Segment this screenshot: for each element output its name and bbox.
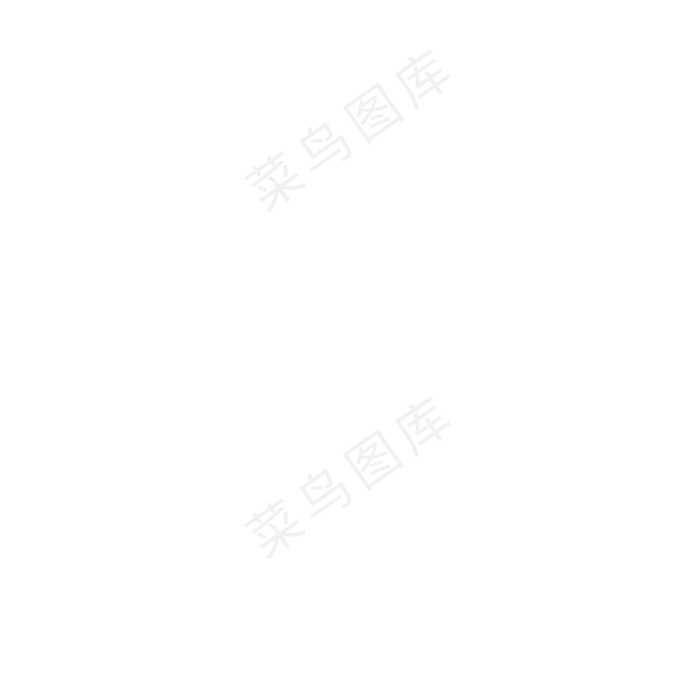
watermark-top: 菜鸟图库 [237, 36, 469, 223]
watermark-bottom: 菜鸟图库 [237, 383, 469, 570]
